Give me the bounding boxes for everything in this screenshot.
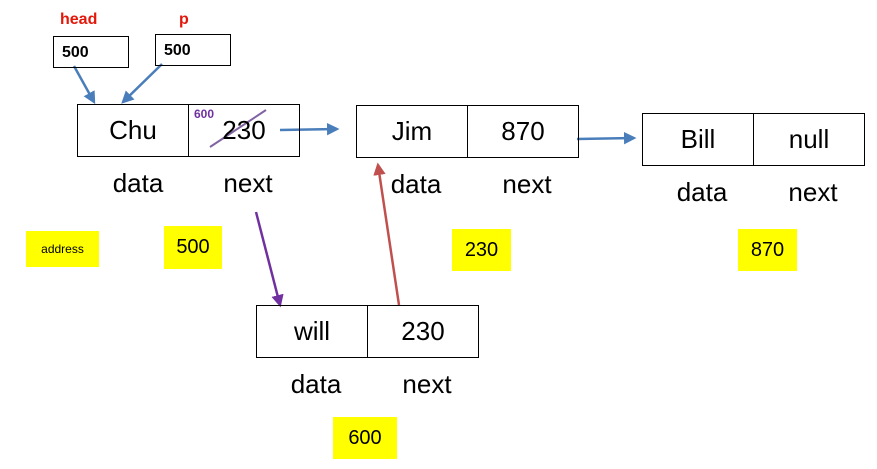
p-arrow xyxy=(121,63,163,104)
node-bill-data: Bill xyxy=(680,124,716,154)
jim-to-bill-arrow xyxy=(576,131,637,145)
node-will-data-label: data xyxy=(290,369,342,399)
address-jim: 230 xyxy=(452,229,511,271)
node-bill-next: null xyxy=(753,114,864,165)
address-legend: address xyxy=(26,231,99,267)
address-chu: 500 xyxy=(164,226,222,269)
node-will-next: 230 xyxy=(367,306,478,357)
node-will-next-label: next xyxy=(402,369,452,399)
node-bill-next-label: next xyxy=(788,177,838,207)
head-label: head xyxy=(60,11,98,28)
p-pointer-box: 500 xyxy=(155,34,231,66)
node-jim-data-label: data xyxy=(390,169,442,199)
node-jim-data: Jim xyxy=(391,116,433,146)
node-jim-next: 870 xyxy=(467,106,578,157)
head-pointer-box: 500 xyxy=(53,36,129,68)
node-jim: Jim 870 xyxy=(356,105,579,158)
node-will-data: will xyxy=(293,316,331,346)
node-chu-next-cell: 600 230 xyxy=(188,105,299,156)
head-arrow xyxy=(72,65,96,105)
node-jim-next-label: next xyxy=(502,169,552,199)
address-will: 600 xyxy=(333,417,397,459)
node-chu-next-overwrite: 600 xyxy=(194,107,215,121)
node-chu-data-label: data xyxy=(112,168,164,198)
node-bill-data-label: data xyxy=(676,177,728,207)
node-will: will 230 xyxy=(256,305,479,358)
node-chu-next-label: next xyxy=(223,168,273,198)
node-chu: Chu 600 230 xyxy=(77,104,300,157)
chu-to-will-arrow xyxy=(254,211,284,308)
p-label: p xyxy=(179,11,189,28)
node-chu-next: 230 xyxy=(222,115,266,145)
address-bill: 870 xyxy=(738,229,797,271)
node-chu-data: Chu xyxy=(109,115,157,145)
node-bill: Bill null xyxy=(642,113,865,166)
